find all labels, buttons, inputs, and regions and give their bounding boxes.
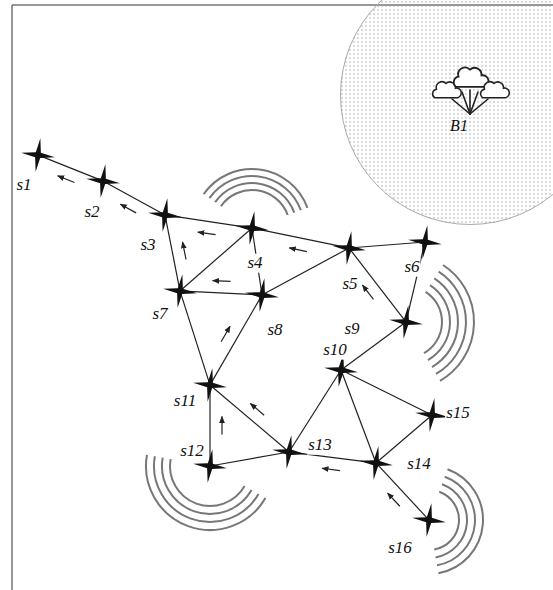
link-line [407,245,425,319]
sensor-star [388,304,424,340]
flow-arrow [322,468,340,470]
flow-arrow [198,232,216,235]
wave-arc [221,190,288,215]
sensor-star [407,224,443,260]
sensor-node: s11 [192,367,228,403]
flow-arrow [120,204,136,213]
sensor-label: s4 [246,254,263,273]
sensor-star [271,434,307,470]
flow-arrow [213,280,231,282]
sensor-star [244,277,280,313]
sensor-node: s14 [358,445,394,481]
radio-waves [146,169,483,573]
sensor-node: s3 [147,197,183,233]
sensor-node: s8 [244,277,280,313]
link-line [255,229,346,248]
link-line [351,250,404,319]
wave-arc [424,292,442,353]
sensor-label: s6 [403,258,420,277]
sensor-star [234,210,270,246]
link-line [213,453,286,466]
sensor-node: s7 [162,273,198,309]
flow-arrow [221,417,222,435]
wave-arc [438,469,483,573]
link-line [342,373,375,460]
sensor-label: s12 [179,442,205,461]
sensor-node: s9 [388,304,424,340]
link-line [212,387,286,450]
area-label: B1 [449,117,469,135]
wave-arc [437,477,475,566]
sensor-label: s8 [266,321,283,340]
wave-arc [215,183,294,213]
flow-arrow [388,493,400,506]
sensor-label: s13 [307,436,333,455]
link-line [265,249,347,293]
link-line [166,218,180,288]
sensor-node: s1 [20,137,56,173]
sensor-star [331,230,367,266]
sensor-node: s5 [331,230,367,266]
sensor-label: s15 [445,404,471,423]
frame-line [12,5,13,590]
wave-arc [204,169,308,208]
link-line [106,182,163,213]
sensor-node: s10 [323,352,359,388]
sensor-node: s6 [407,224,443,260]
sensor-label: s5 [341,275,358,294]
wave-arc [440,265,474,381]
link-line [41,156,100,180]
sensor-label: s2 [83,203,100,222]
sensor-node: s12 [192,448,228,484]
explosion-icon [433,68,510,114]
sensor-label: s3 [139,236,156,255]
sensor-star [358,445,394,481]
link-line [209,388,210,463]
sensor-node: s4 [234,210,270,246]
flow-arrow [183,242,186,260]
sensor-label: s11 [173,392,197,411]
sensor-label: s1 [15,176,32,195]
sensor-star [162,273,198,309]
sensor-star [192,367,228,403]
flow-arrow [250,404,264,416]
sensor-label: s7 [151,305,168,324]
wave-arc [436,272,466,374]
wave-arc [432,278,458,367]
sensor-node: s13 [271,434,307,470]
link-line [352,242,422,248]
flow-arrow [289,248,307,252]
link-line [182,230,249,289]
sensor-node: s15 [414,397,450,433]
sensor-label: s10 [322,341,348,360]
flow-arrow [221,326,230,342]
sensor-star [147,197,183,233]
flow-arrow [58,176,75,183]
sensor-node: s2 [85,163,121,199]
sensor-label: s9 [343,320,360,339]
flow-arrow [363,285,374,299]
sensor-star [20,137,56,173]
link-line [212,298,261,383]
sensor-node: s16 [411,502,447,538]
sensor-star [411,502,447,538]
sensor-star [85,163,121,199]
blast-area: B1 [340,0,553,225]
sensor-label: s16 [387,539,413,558]
sensor-label: s14 [406,455,432,474]
link-line [181,294,209,382]
blast-area-fill [340,0,553,225]
link-line [344,371,430,413]
wave-arc [428,285,450,360]
